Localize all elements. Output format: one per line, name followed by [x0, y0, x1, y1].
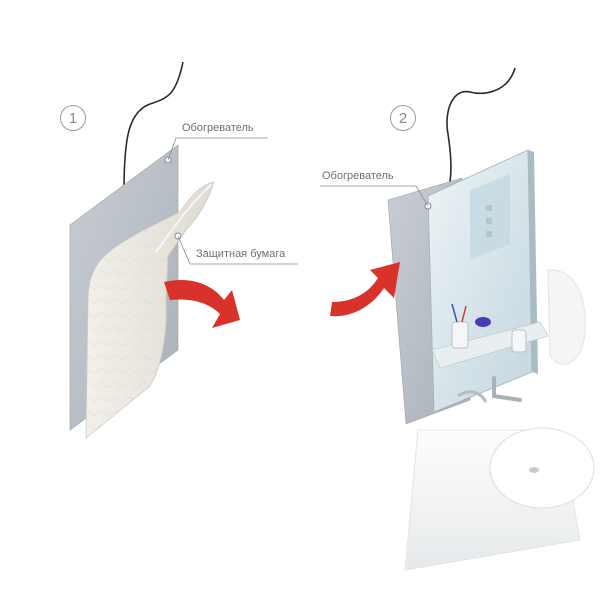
cup [511, 329, 527, 353]
callout-line [177, 235, 298, 265]
sink-basin [489, 427, 595, 509]
callout-line [167, 137, 268, 161]
step-number-2: 2 [390, 105, 416, 131]
step-number-1: 1 [60, 105, 86, 131]
faucet [492, 376, 522, 402]
heater-label-2: Обогреватель [322, 170, 394, 182]
soap-dish [475, 317, 491, 327]
heater-label-1: Обогреватель [182, 122, 254, 134]
power-cord [446, 67, 516, 191]
peel-arrow-icon [164, 280, 240, 328]
power-cord [123, 61, 184, 193]
cup [451, 321, 469, 349]
protective-paper-label: Защитная бумага [196, 248, 286, 260]
callout-line [320, 185, 429, 207]
attach-arrow-icon [330, 262, 400, 317]
